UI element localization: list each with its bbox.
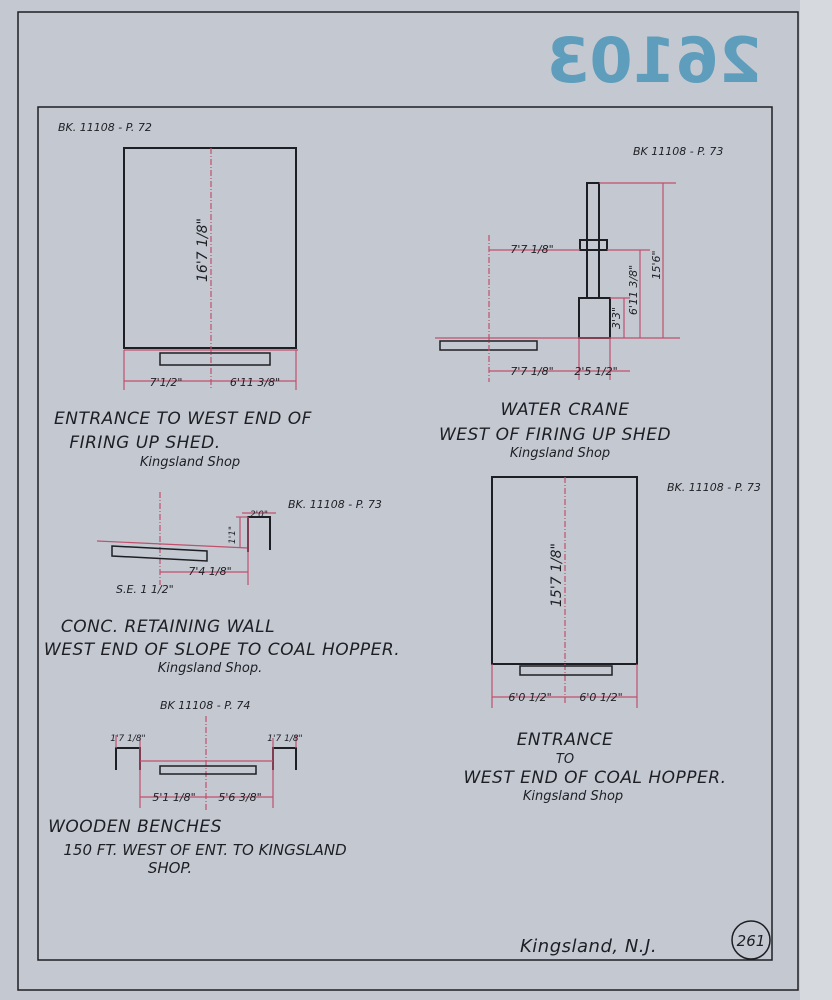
book-reference: BK. 11108 - P. 73 <box>667 481 761 494</box>
opening-outline <box>123 147 297 349</box>
dim-base-width: 2'5 1/2" <box>574 365 617 378</box>
dim-collar-height: 6'11 3/8" <box>627 265 640 315</box>
title-line-2: FIRING UP SHED. <box>69 433 220 453</box>
dim-offset: 7'4 1/8" <box>188 565 231 578</box>
rail-tie <box>519 665 613 676</box>
title-line-1: WOODEN BENCHES <box>48 817 222 837</box>
dim-right-bench: 1'7 1/8" <box>267 734 302 744</box>
paper-edge <box>800 0 832 1000</box>
title-line-2: 150 FT. WEST OF ENT. TO KINGSLAND <box>63 841 346 859</box>
dim-offset: 7'7 1/8" <box>510 365 553 378</box>
superelevation: S.E. 1 1/2" <box>116 583 174 596</box>
sheet-number-circle <box>731 920 771 960</box>
wooden-benches-drawing: BK 11108 - P. 74 1'7 1/8" 1'7 1/8" 5'1 1… <box>48 699 347 877</box>
book-reference: BK 11108 - P. 73 <box>633 145 723 158</box>
dim-left: 5'1 1/8" <box>152 791 195 804</box>
dim-right: 6'0 1/2" <box>579 691 622 704</box>
subtitle: Kingsland Shop <box>140 455 240 470</box>
dim-wall-height: 1'1" <box>228 526 238 544</box>
subtitle: Kingsland Shop <box>523 789 623 804</box>
dim-total-height: 15'6" <box>650 250 663 279</box>
stamp-number: 26103 <box>546 24 762 97</box>
inner-border <box>37 106 773 961</box>
dim-base-height: 3'3" <box>610 307 623 329</box>
title-line-2: TO <box>556 752 574 767</box>
crane-collar <box>579 239 608 251</box>
coal-hopper-drawing: BK. 11108 - P. 73 15'7 1/8" 6'0 1/2" 6'0… <box>463 476 761 804</box>
entrance-firing-shed-drawing: BK. 11108 - P. 72 16'7 1/8" 7'1/2" 6'11 … <box>54 121 312 470</box>
rail-tie <box>159 352 271 366</box>
location-label: Kingsland, N.J. <box>520 936 657 957</box>
subtitle: Kingsland Shop. <box>158 661 262 676</box>
dim-wall-width: 2'0" <box>250 510 268 520</box>
title-line-1: WATER CRANE <box>501 400 630 420</box>
title-line-2: WEST OF FIRING UP SHED <box>439 425 671 445</box>
dim-left: 6'0 1/2" <box>508 691 551 704</box>
sheet-number: 261 <box>737 932 766 950</box>
dim-left: 7'1/2" <box>150 376 183 389</box>
title-line-1: ENTRANCE TO WEST END OF <box>54 409 312 429</box>
title-line-3: WEST END OF COAL HOPPER. <box>463 768 726 788</box>
dim-right: 5'6 3/8" <box>218 791 261 804</box>
dim-left-bench: 1'7 1/8" <box>110 734 145 744</box>
water-crane-drawing: BK 11108 - P. 73 7'7 1/8" 7'7 1/8" 2'5 1… <box>435 145 723 461</box>
book-reference: BK. 11108 - P. 73 <box>288 498 382 511</box>
title-line-2: WEST END OF SLOPE TO COAL HOPPER. <box>44 640 400 660</box>
book-reference: BK. 11108 - P. 72 <box>58 121 152 134</box>
retaining-wall-drawing: BK. 11108 - P. 73 7'4 1/8" 1'1" 2'0" S.E… <box>44 492 400 676</box>
dim-height: 15'7 1/8" <box>549 543 565 607</box>
subtitle: Kingsland Shop <box>510 446 610 461</box>
dim-arm: 7'7 1/8" <box>510 243 553 256</box>
title-line-3: SHOP. <box>148 859 192 877</box>
title-line-1: ENTRANCE <box>517 730 614 750</box>
book-reference: BK 11108 - P. 74 <box>160 699 250 712</box>
dim-height: 16'7 1/8" <box>195 218 211 282</box>
mirrored-stamp: 26103 <box>546 24 762 97</box>
rail-tie <box>111 545 208 562</box>
outer-border <box>17 11 799 991</box>
title-line-1: CONC. RETAINING WALL <box>61 617 275 637</box>
dim-right: 6'11 3/8" <box>230 376 280 389</box>
rail-tie <box>159 765 257 775</box>
